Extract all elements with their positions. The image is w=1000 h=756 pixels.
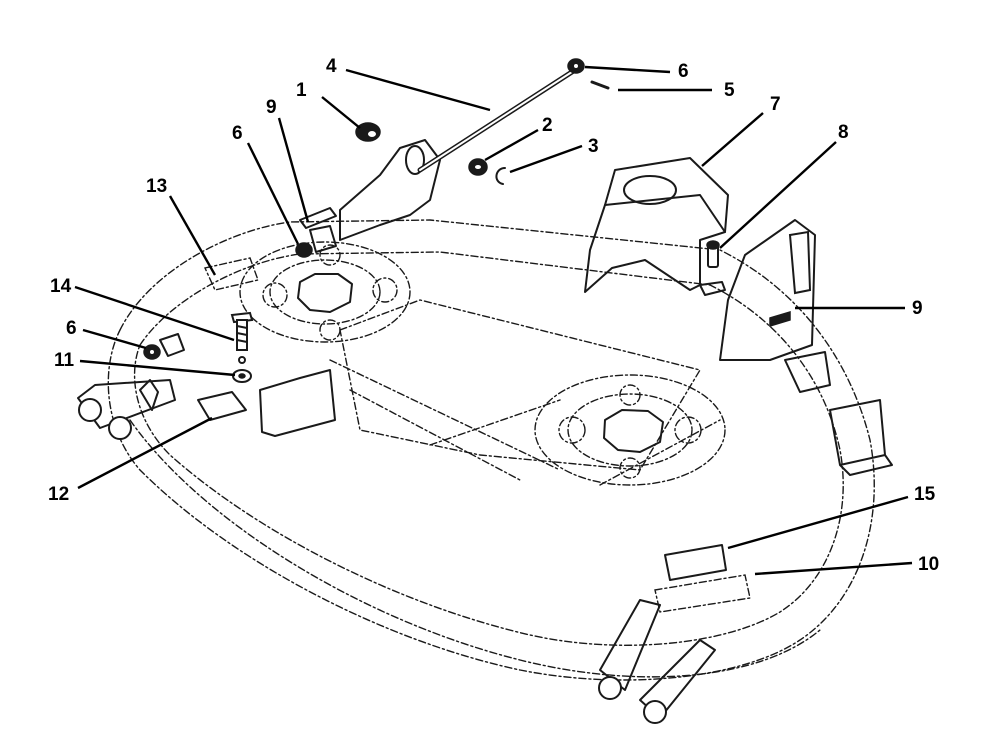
pin-5 [590, 80, 610, 90]
right-chute-box [829, 399, 893, 476]
spacer-9-left [299, 207, 337, 229]
right-side-bracket [784, 351, 831, 393]
nut-6-lower-left [143, 333, 185, 360]
clip-3 [495, 167, 506, 185]
lift-bracket-hole [405, 145, 425, 175]
deck-inner-rim [133, 251, 844, 646]
callout-6b: 6 [232, 123, 243, 144]
left-spindle [239, 241, 411, 343]
callout-10: 10 [918, 554, 939, 575]
callout-6a: 6 [678, 61, 689, 82]
mower-deck [77, 219, 893, 724]
callout-9b: 9 [912, 298, 923, 319]
washer-2 [468, 158, 488, 176]
callout-5: 5 [724, 80, 735, 101]
leader-3 [509, 144, 583, 174]
nut-6-top [567, 58, 585, 74]
bolt-14 [230, 311, 254, 351]
decal-10 [654, 574, 751, 613]
callout-14: 14 [50, 276, 72, 297]
leader-13 [168, 195, 217, 276]
leader-7 [701, 112, 764, 167]
callout-labels: 1 2 3 4 5 6 6 6 7 8 9 9 10 11 12 13 14 1… [48, 56, 939, 575]
rod-4-inner [419, 69, 576, 171]
deck-lower-rim [129, 419, 821, 678]
nut-6-left [295, 242, 313, 258]
callout-1: 1 [296, 80, 307, 101]
screw-8 [706, 240, 720, 268]
leader-10 [754, 561, 913, 576]
callout-12: 12 [48, 484, 69, 505]
deck-top-plate [339, 299, 702, 471]
leader-15 [727, 495, 909, 550]
leader-6b [246, 142, 300, 245]
callout-15: 15 [914, 484, 936, 505]
callout-2: 2 [542, 115, 553, 136]
leader-2 [484, 128, 539, 162]
front-right-hitch [598, 599, 716, 724]
front-left-hitch [77, 379, 176, 440]
right-spindle [534, 374, 726, 486]
callout-7: 7 [770, 94, 781, 115]
leader-14 [74, 285, 235, 342]
decal-15 [664, 544, 727, 581]
leader-12 [77, 416, 213, 490]
mount-block [309, 225, 337, 253]
leader-9a [277, 117, 310, 223]
left-mount-bracket [259, 369, 336, 437]
leader-6a [584, 65, 671, 74]
callout-4: 4 [326, 56, 337, 77]
leader-11 [79, 359, 236, 377]
callout-13: 13 [146, 176, 167, 197]
leader-lines [74, 65, 913, 576]
leader-1 [321, 96, 361, 129]
callout-11: 11 [54, 350, 75, 371]
callout-9a: 9 [266, 97, 277, 118]
deck-channel [329, 359, 721, 486]
decal-13 [204, 257, 259, 291]
callout-8: 8 [838, 122, 849, 143]
leader-8 [719, 141, 837, 249]
belt-cover-7 [584, 157, 729, 296]
lock-washer [238, 356, 246, 364]
lift-plate-9-right [719, 219, 816, 361]
lift-bracket [339, 139, 441, 241]
decal-12 [197, 391, 247, 421]
callout-6c: 6 [66, 318, 77, 339]
deck-outer-skirt [107, 219, 875, 681]
leader-6c [82, 328, 147, 350]
leader-4 [345, 68, 491, 112]
nut-11 [232, 369, 252, 383]
bushing-1 [355, 122, 381, 142]
callout-3: 3 [588, 136, 599, 157]
